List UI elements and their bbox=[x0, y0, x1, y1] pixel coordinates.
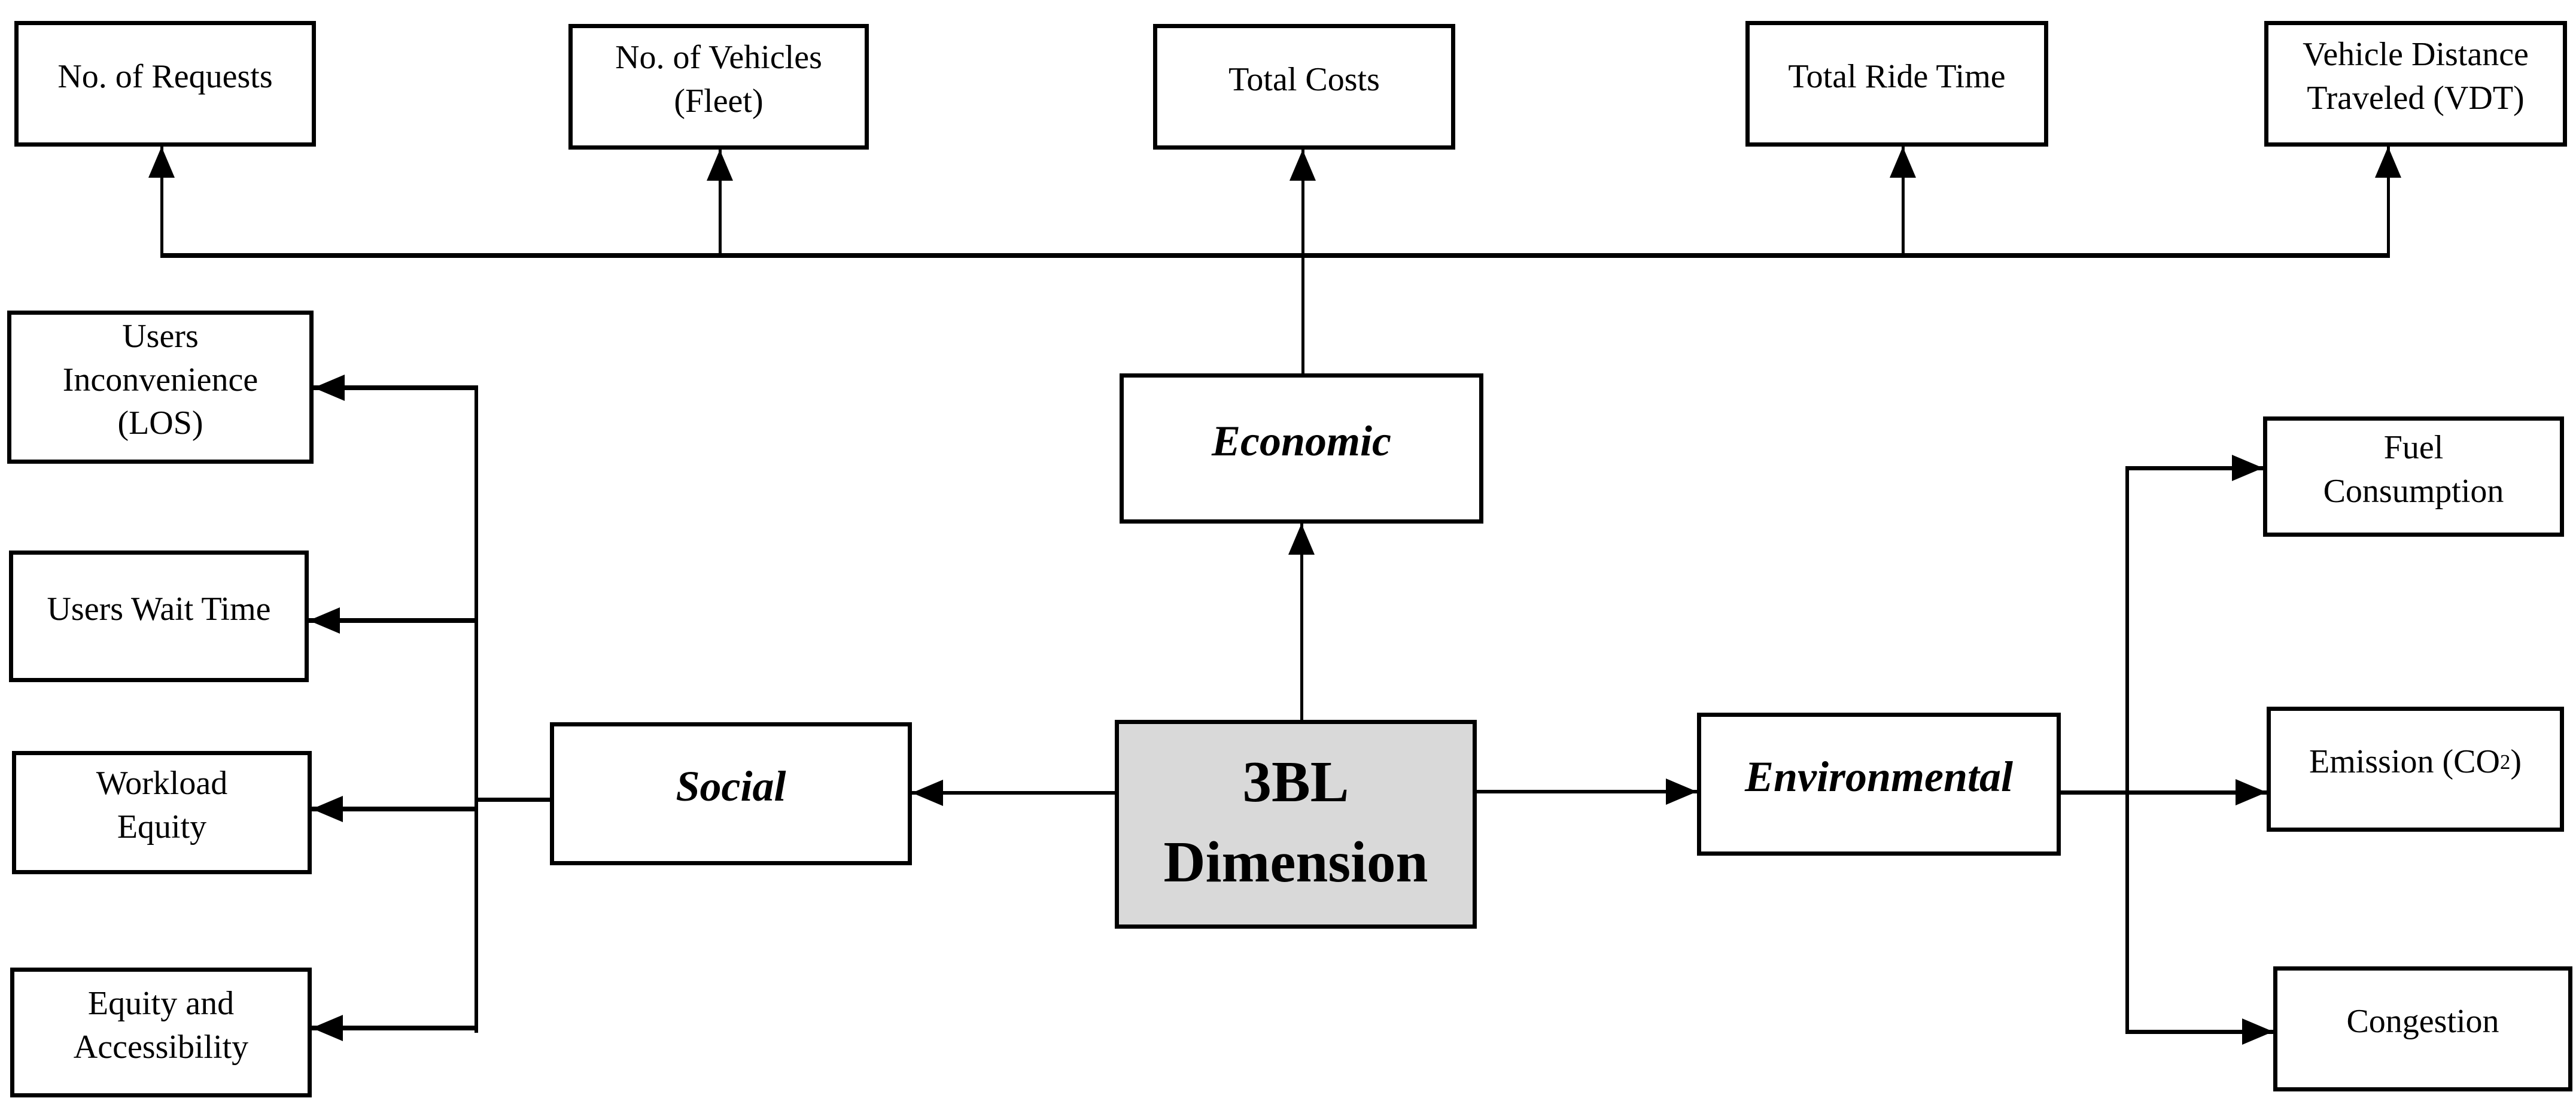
node-3bl-dimension: 3BL Dimension bbox=[1115, 720, 1477, 929]
node-vehicle-distance-traveled: Vehicle Distance Traveled (VDT) bbox=[2264, 21, 2567, 147]
edge-economic-to-total-costs bbox=[1301, 150, 1304, 373]
edge-to-congestion bbox=[2125, 1030, 2273, 1034]
arrowhead-into-vdt bbox=[2375, 147, 2401, 178]
node-equity-and-accessibility: Equity and Accessibility bbox=[10, 968, 312, 1097]
arrowhead-into-no-of-vehicles bbox=[707, 150, 733, 181]
edge-to-users-wait-time bbox=[309, 618, 478, 623]
emission-label-post: ) bbox=[2510, 743, 2522, 781]
node-no-of-requests: No. of Requests bbox=[14, 21, 316, 147]
edge-top-collector-line bbox=[160, 253, 2390, 258]
edge-to-users-inconvenience bbox=[314, 385, 478, 390]
arrowhead-into-users-wait-time bbox=[309, 607, 340, 634]
arrowhead-into-economic bbox=[1288, 524, 1315, 555]
arrowhead-into-fuel-consumption bbox=[2232, 455, 2263, 481]
edge-to-equity-accessibility bbox=[312, 1026, 478, 1030]
edge-left-vertical-connector bbox=[475, 385, 478, 1033]
edge-stem-no-of-requests bbox=[160, 147, 163, 258]
node-economic-dimension: Economic bbox=[1120, 373, 1483, 524]
edge-to-workload-equity bbox=[312, 807, 478, 811]
arrowhead-into-social bbox=[912, 780, 943, 806]
edge-right-vertical-connector bbox=[2125, 466, 2129, 1034]
node-users-wait-time: Users Wait Time bbox=[9, 551, 309, 682]
arrowhead-into-emission bbox=[2236, 779, 2267, 805]
node-total-ride-time: Total Ride Time bbox=[1745, 21, 2048, 147]
arrowhead-into-total-costs bbox=[1289, 150, 1316, 181]
arrowhead-into-workload-equity bbox=[312, 796, 343, 822]
node-workload-equity: Workload Equity bbox=[12, 751, 312, 874]
node-social-dimension: Social bbox=[550, 722, 912, 865]
node-no-of-vehicles-fleet: No. of Vehicles (Fleet) bbox=[568, 24, 869, 150]
arrowhead-into-environmental bbox=[1666, 778, 1697, 805]
edge-to-fuel-consumption bbox=[2125, 466, 2263, 470]
arrowhead-into-total-ride-time bbox=[1890, 147, 1916, 178]
edge-3bl-to-environmental bbox=[1477, 790, 1697, 793]
edge-social-to-left-connector bbox=[476, 798, 550, 802]
node-total-costs: Total Costs bbox=[1153, 24, 1455, 150]
edge-stem-total-ride-time bbox=[1902, 147, 1905, 258]
emission-label-pre: Emission (CO bbox=[2309, 743, 2500, 781]
edge-3bl-to-social bbox=[912, 791, 1115, 795]
node-environmental-dimension: Environmental bbox=[1697, 713, 2061, 856]
arrowhead-into-congestion bbox=[2242, 1018, 2273, 1045]
node-congestion: Congestion bbox=[2273, 966, 2572, 1091]
arrowhead-into-users-inconvenience bbox=[314, 375, 345, 401]
edge-stem-vdt bbox=[2387, 147, 2390, 258]
edge-stem-no-of-vehicles bbox=[719, 150, 722, 258]
arrowhead-into-no-of-requests bbox=[148, 147, 175, 178]
edge-environmental-to-emission bbox=[2061, 790, 2267, 795]
node-users-inconvenience-los: Users Inconvenience (LOS) bbox=[7, 311, 314, 464]
node-fuel-consumption: Fuel Consumption bbox=[2263, 416, 2564, 537]
edge-3bl-to-economic bbox=[1300, 524, 1303, 720]
arrowhead-into-equity-accessibility bbox=[312, 1015, 343, 1041]
